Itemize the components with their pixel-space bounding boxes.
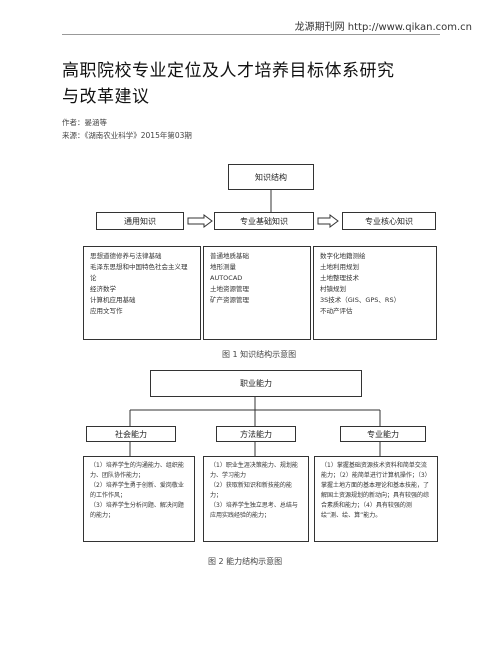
header-divider [62,34,440,35]
list-item: （2）培养学生勇于创新、爱岗敬业的工作作风； [90,482,184,499]
category-label: 专业能力 [367,429,399,439]
figure1-root-label: 知识结构 [255,172,287,182]
list-item: 矿产资源管理 [210,296,249,304]
list-item: （1）掌握基础资源技术资料和简单交流能力；（2）能简单进行计算机操作；（3）掌握… [321,462,431,519]
list-item: 论 [90,274,97,282]
list-item: （3）培养学生独立思考、总结与应用实践经验的能力； [210,502,298,519]
list-item: 经济数学 [90,285,116,293]
category-label: 方法能力 [240,429,272,439]
figure2-list-professional: （1）掌握基础资源技术资料和简单交流能力；（2）能简单进行计算机操作；（3）掌握… [314,456,438,542]
list-item: 不动产评估 [320,307,353,315]
list-item: 土地整理技术 [320,274,359,282]
arrow-icon [187,214,213,228]
category-label: 专业基础知识 [240,216,288,226]
category-label: 专业核心知识 [365,216,413,226]
article-title: 高职院校专业定位及人才培养目标体系研究 与改革建议 [62,58,442,110]
site-header: 龙源期刊网 http://www.qikan.com.cn [294,22,472,33]
figure2-caption: 图 2 能力结构示意图 [208,557,283,566]
figure2-root-label: 职业能力 [240,379,272,388]
list-item: （1）职业生涯决策能力、规划能力、学习能力 [210,462,298,479]
figure1-list-core: 数字化地籍测绘 土地利用规划 土地整理技术 村镇规划 3S技术（GIS、GPS、… [313,246,437,340]
figure2-category-social: 社会能力 [86,426,176,442]
list-item: 地形测量 [210,263,236,271]
list-item: 土地利用规划 [320,263,359,271]
figure1-category-basic: 专业基础知识 [214,212,314,230]
category-label: 通用知识 [124,216,156,226]
figure2-root-box: 职业能力 [150,370,362,397]
figure1-category-general: 通用知识 [96,212,184,230]
figure2-list-social: （1）培养学生的沟通能力、组织能力、团队协作能力； （2）培养学生勇于创新、爱岗… [83,456,195,542]
arrow-icon [317,214,339,228]
list-item: 数字化地籍测绘 [320,252,366,260]
article-source: 来源：《湖南农业科学》2015年第03期 [62,131,192,140]
list-item: AUTOCAD [210,274,243,282]
figure1-list-basic: 普通地质基础 地形测量 AUTOCAD 土地资源管理 矿产资源管理 [203,246,311,340]
list-item: 思想道德修养与法律基础 [90,252,162,260]
list-item: 毛泽东思想和中国特色社会主义理 [90,263,188,271]
list-item: （2）获取新知识和新技能的能力； [210,482,292,499]
list-item: （1）培养学生的沟通能力、组织能力、团队协作能力； [90,462,184,479]
list-item: （3）培养学生分析问题、解决问题的能力； [90,502,184,519]
title-line-1: 高职院校专业定位及人才培养目标体系研究 [62,61,395,81]
list-item: 土地资源管理 [210,285,249,293]
figure2-category-professional: 专业能力 [340,426,426,442]
list-item: 3S技术（GIS、GPS、RS） [320,296,401,304]
figure1-root-box: 知识结构 [228,164,314,190]
list-item: 普通地质基础 [210,252,249,260]
figure1-list-general: 思想道德修养与法律基础 毛泽东思想和中国特色社会主义理 论 经济数学 计算机应用… [83,246,201,340]
list-item: 计算机应用基础 [90,296,136,304]
list-item: 应用文写作 [90,307,123,315]
figure2-list-method: （1）职业生涯决策能力、规划能力、学习能力 （2）获取新知识和新技能的能力； （… [203,456,309,542]
figure1-caption: 图 1 知识结构示意图 [222,350,297,359]
article-author: 作者：晏涵等 [62,118,107,127]
list-item: 村镇规划 [320,285,346,293]
category-label: 社会能力 [115,429,147,439]
title-line-2: 与改革建议 [62,87,150,107]
figure2-category-method: 方法能力 [216,426,296,442]
figure1-category-core: 专业核心知识 [342,212,436,230]
